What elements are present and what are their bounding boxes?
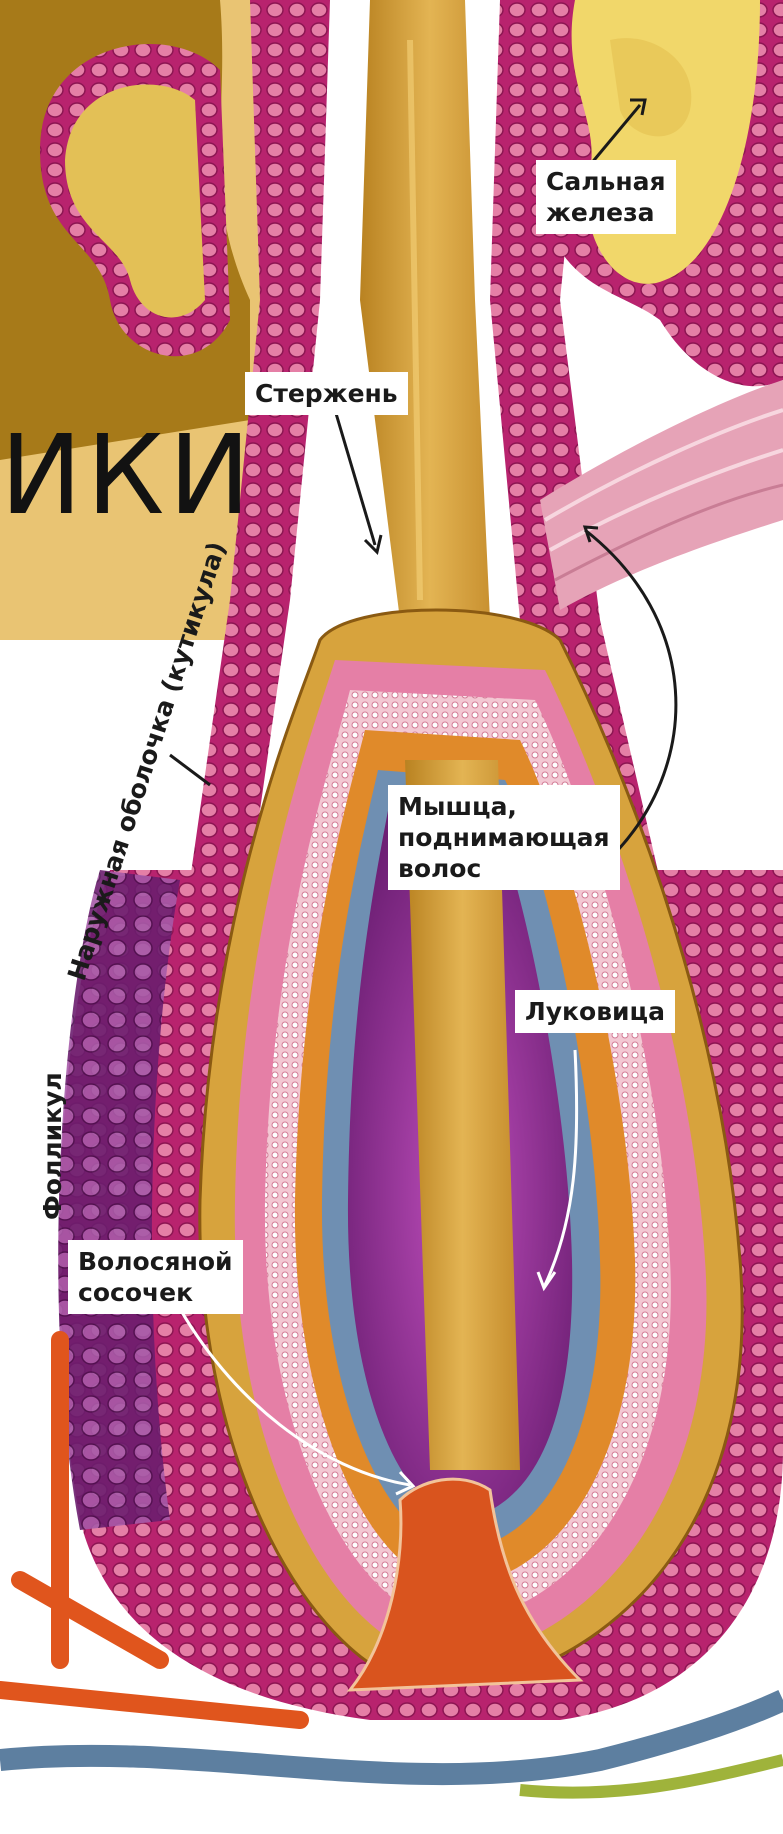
label-shaft: Стержень xyxy=(245,372,408,415)
muscle-fibers xyxy=(540,380,783,610)
label-papilla: Волосяной сосочек xyxy=(68,1240,243,1314)
arrow-to-sheath xyxy=(170,755,210,785)
label-shaft-text: Стержень xyxy=(255,379,398,408)
label-follicle: Фолликул xyxy=(38,1072,67,1220)
label-papilla-line1: Волосяной xyxy=(78,1246,233,1277)
label-papilla-line2: сосочек xyxy=(78,1277,233,1308)
arrow-to-shaft xyxy=(335,410,375,545)
label-bulb-text: Луковица xyxy=(525,997,665,1026)
title-fragment: ИКИ xyxy=(0,420,255,530)
label-bulb: Луковица xyxy=(515,990,675,1033)
label-muscle: Мышца, поднимающая волос xyxy=(388,785,620,890)
label-muscle-line1: Мышца, xyxy=(398,791,610,822)
label-sebaceous-gland-line2: железа xyxy=(546,197,666,228)
label-sebaceous-gland: Сальная железа xyxy=(536,160,676,234)
label-sebaceous-gland-line1: Сальная xyxy=(546,166,666,197)
label-muscle-line3: волос xyxy=(398,853,610,884)
label-muscle-line2: поднимающая xyxy=(398,822,610,853)
